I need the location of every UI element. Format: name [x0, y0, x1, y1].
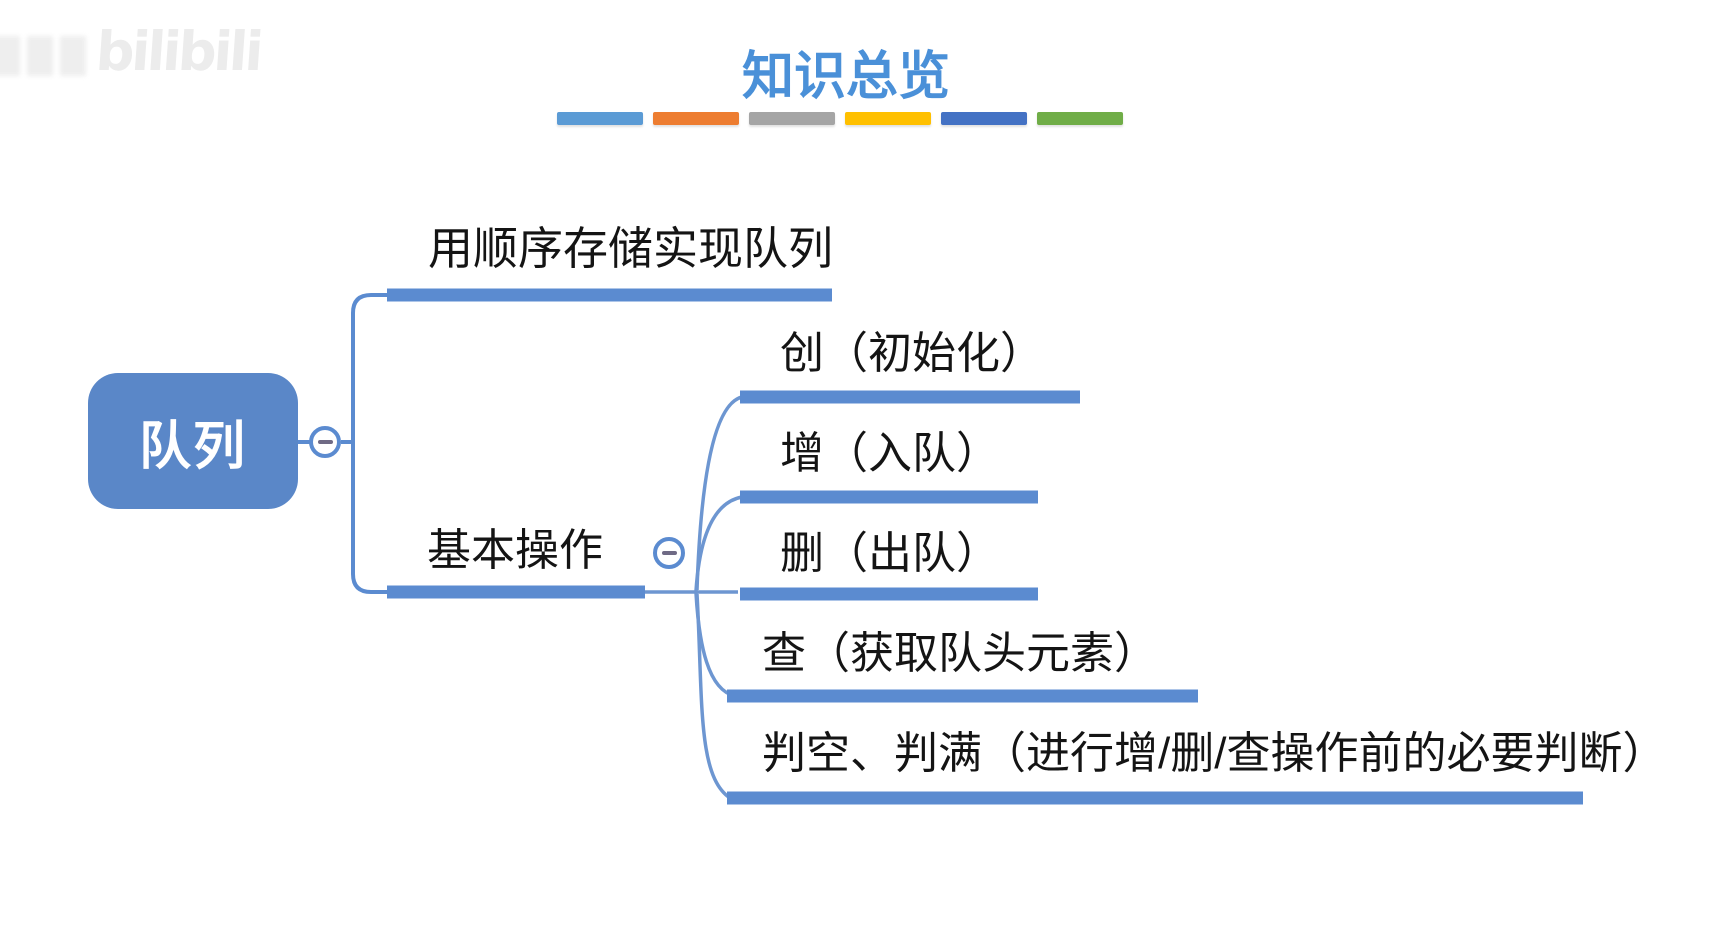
branch-label-sequential-storage: 用顺序存储实现队列	[428, 223, 834, 274]
minus-icon	[317, 440, 333, 444]
connector-child-create	[695, 395, 743, 591]
connector-child-check	[695, 593, 732, 800]
child-label-enqueue: 增（入队）	[780, 429, 1000, 478]
collapse-button-basic-ops[interactable]	[653, 537, 685, 569]
legend-bar-darkblue	[941, 112, 1027, 125]
legend-bar-gray	[749, 112, 835, 125]
watermark: bilibili	[0, 14, 280, 94]
legend-bar-green	[1037, 112, 1123, 125]
child-label-dequeue: 删（出队）	[780, 529, 1000, 578]
watermark-cjk-blur	[0, 36, 86, 76]
connector-child-enqueue	[694, 495, 743, 592]
branch-label-basic-operations: 基本操作	[427, 526, 603, 575]
legend-bar-yellow	[845, 112, 931, 125]
root-topic-label: 队列	[138, 417, 247, 476]
legend-color-bars	[557, 112, 1123, 125]
connector-trunk	[351, 293, 387, 594]
legend-bar-orange	[653, 112, 739, 125]
collapse-button-root[interactable]	[309, 426, 341, 458]
child-label-empty-full-check: 判空、判满（进行增/删/查操作前的必要判断）	[762, 729, 1667, 778]
child-label-peek: 查（获取队头元素）	[762, 629, 1158, 678]
root-topic-queue: 队列	[88, 373, 298, 509]
child-label-create: 创（初始化）	[780, 329, 1044, 378]
page-title: 知识总览	[741, 46, 951, 107]
minus-icon	[661, 551, 677, 555]
legend-bar-blue	[557, 112, 643, 125]
